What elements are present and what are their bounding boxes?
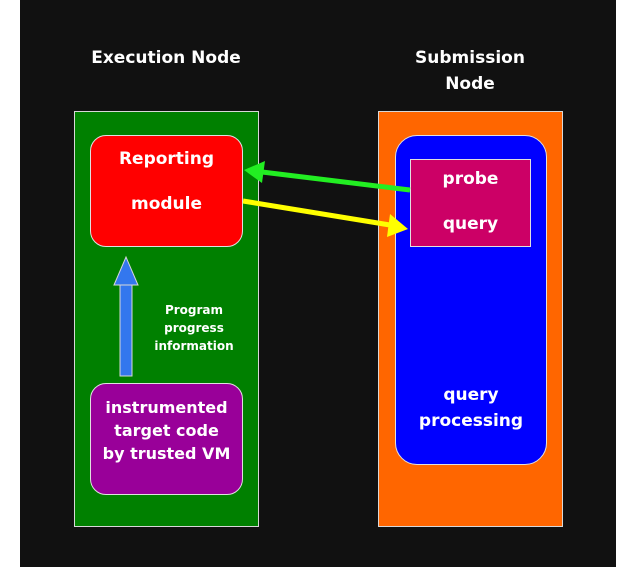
query-label: query (442, 214, 499, 234)
probe-arrow (244, 161, 411, 193)
progress-label-line-3: information (154, 339, 234, 353)
instrumented-code-box: instrumented target code by trusted VM (90, 383, 243, 495)
submission-node-heading: Submission Node (370, 45, 570, 97)
instrumented-line-1: instrumented (105, 398, 228, 417)
program-progress-label: Program progress information (144, 301, 244, 355)
progress-label-line-1: Program (164, 303, 224, 317)
query-processing-line-1: query (443, 385, 499, 405)
progress-label-line-2: progress (164, 321, 224, 335)
submission-heading-line-1: Submission (415, 48, 525, 68)
execution-node-heading: Execution Node (91, 48, 241, 68)
query-processing-line-2: processing (418, 411, 524, 431)
instrumented-line-2: target code (114, 421, 219, 440)
instrumented-line-3: by trusted VM (102, 444, 231, 463)
reporting-module-line-2: module (130, 194, 203, 214)
progress-arrow (113, 255, 139, 377)
reporting-module-line-1: Reporting (118, 149, 215, 169)
reporting-module-box: Reporting module (90, 135, 243, 247)
submission-heading-line-2: Node (445, 74, 495, 94)
query-arrow (242, 198, 408, 237)
probe-label: probe (442, 169, 499, 189)
probe-query-box: probe query (410, 159, 531, 247)
